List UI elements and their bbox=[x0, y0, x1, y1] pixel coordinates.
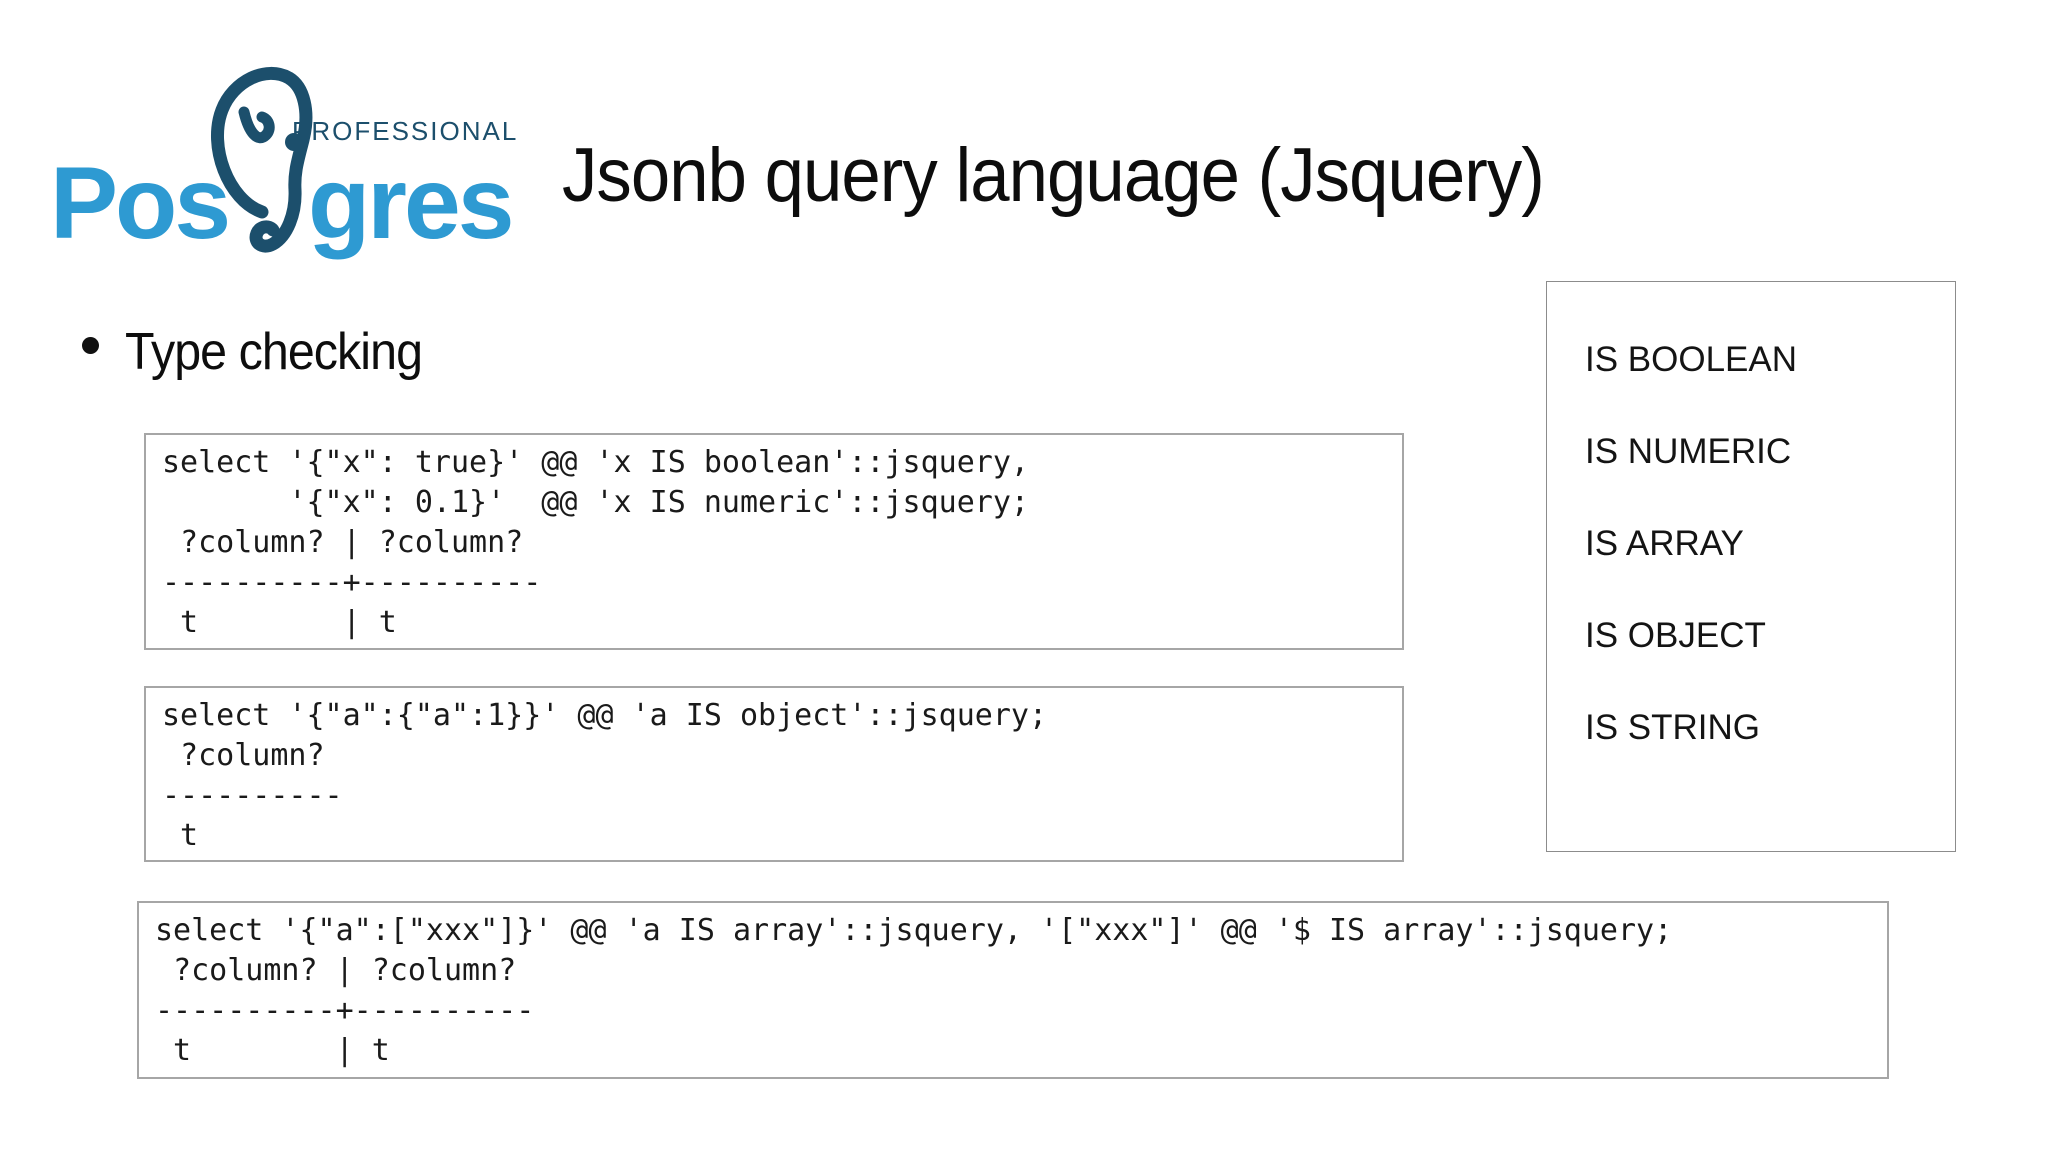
code-line: ?column? bbox=[162, 738, 325, 773]
type-item-is-object: IS OBJECT bbox=[1585, 616, 1766, 655]
logo-text-pos: Pos bbox=[50, 146, 228, 260]
type-item-is-array: IS ARRAY bbox=[1585, 524, 1744, 563]
code-block-object: select '{"a":{"a":1}}' @@ 'a IS object':… bbox=[144, 686, 1404, 862]
code-line: ?column? | ?column? bbox=[162, 525, 524, 560]
code-line: select '{"x": true}' @@ 'x IS boolean'::… bbox=[162, 445, 1029, 480]
type-predicates-panel: IS BOOLEAN IS NUMERIC IS ARRAY IS OBJECT… bbox=[1546, 281, 1956, 852]
postgres-professional-logo: Pos gres PROFESSIONAL bbox=[50, 52, 520, 272]
type-item-is-string: IS STRING bbox=[1585, 708, 1761, 747]
elephant-eye bbox=[285, 133, 303, 151]
elephant-outline bbox=[211, 67, 313, 253]
code-block-array: select '{"a":["xxx"]}' @@ 'a IS array'::… bbox=[137, 901, 1889, 1079]
elephant-icon: Pos gres PROFESSIONAL bbox=[50, 67, 518, 260]
logo-text-gres: gres bbox=[308, 146, 511, 260]
code-line: ----------+---------- bbox=[162, 565, 542, 600]
code-block-boolean-numeric: select '{"x": true}' @@ 'x IS boolean'::… bbox=[144, 433, 1404, 650]
bullet-label: Type checking bbox=[125, 323, 423, 381]
code-line: t | t bbox=[155, 1033, 390, 1068]
code-line: t bbox=[162, 818, 199, 853]
code-line: select '{"a":["xxx"]}' @@ 'a IS array'::… bbox=[155, 913, 1673, 948]
page-title: Jsonb query language (Jsquery) bbox=[562, 133, 1545, 218]
code-line: '{"x": 0.1}' @@ 'x IS numeric'::jsquery; bbox=[162, 485, 1029, 520]
code-line: ?column? | ?column? bbox=[155, 953, 517, 988]
code-line: select '{"a":{"a":1}}' @@ 'a IS object':… bbox=[162, 698, 1048, 733]
type-item-is-numeric: IS NUMERIC bbox=[1585, 432, 1792, 471]
bullet-row: Type checking bbox=[82, 322, 444, 382]
code-line: ----------+---------- bbox=[155, 993, 535, 1028]
logo-professional-label: PROFESSIONAL bbox=[292, 116, 518, 146]
code-line: t | t bbox=[162, 605, 397, 640]
type-item-is-boolean: IS BOOLEAN bbox=[1585, 340, 1798, 379]
bullet-icon bbox=[82, 336, 99, 354]
code-line: ---------- bbox=[162, 778, 343, 813]
